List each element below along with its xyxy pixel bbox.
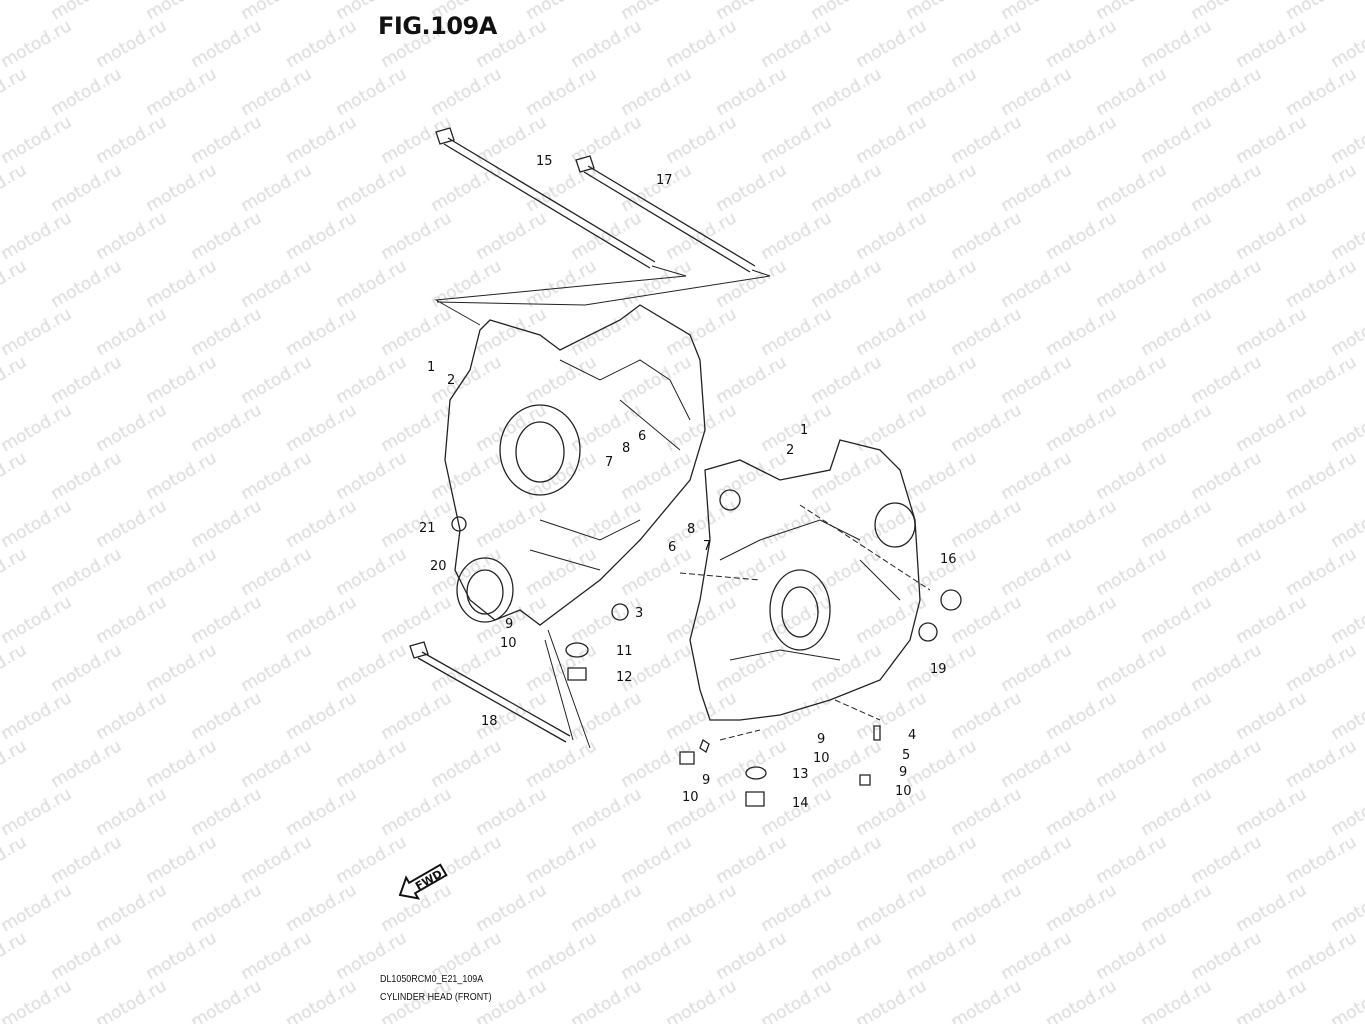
callout-10: 10 <box>895 784 912 799</box>
callout-10: 10 <box>682 790 699 805</box>
callout-9: 9 <box>702 773 710 788</box>
callout-1: 1 <box>427 360 435 375</box>
callout-14: 14 <box>792 796 809 811</box>
fwd-arrow: FWD <box>398 863 448 900</box>
small-parts <box>451 516 962 807</box>
callout-16: 16 <box>940 552 957 567</box>
callout-9: 9 <box>899 765 907 780</box>
callout-11: 11 <box>616 644 633 659</box>
callout-7: 7 <box>605 455 613 470</box>
callout-6: 6 <box>668 540 676 555</box>
callout-7: 7 <box>703 539 711 554</box>
callout-20: 20 <box>430 559 447 574</box>
callout-21: 21 <box>419 521 436 536</box>
callout-2: 2 <box>786 443 794 458</box>
callout-13: 13 <box>792 767 809 782</box>
callout-5: 5 <box>902 748 910 763</box>
callout-19: 19 <box>930 662 947 677</box>
crankcase-left <box>444 304 706 626</box>
diagram-caption: CYLINDER HEAD (FRONT) <box>380 991 492 1003</box>
reference-line <box>434 265 771 326</box>
callout-8: 8 <box>622 441 630 456</box>
callout-9: 9 <box>505 617 513 632</box>
callout-8: 8 <box>687 522 695 537</box>
bolt-15 <box>435 127 656 269</box>
callout-6: 6 <box>638 429 646 444</box>
diagram-code: DL1050RCM0_E21_109A <box>380 973 484 985</box>
callout-3: 3 <box>635 606 643 621</box>
callout-1: 1 <box>800 423 808 438</box>
callout-18: 18 <box>481 714 498 729</box>
callout-12: 12 <box>616 670 633 685</box>
bolt-17 <box>575 155 756 273</box>
callout-17: 17 <box>656 173 673 188</box>
bolts <box>409 127 771 749</box>
callout-4: 4 <box>908 728 916 743</box>
crankcase-right <box>679 439 931 741</box>
bolt-18 <box>409 641 571 743</box>
callout-10: 10 <box>500 636 517 651</box>
reference-line <box>544 629 591 749</box>
callout-9: 9 <box>817 732 825 747</box>
callout-2: 2 <box>447 373 455 388</box>
callout-10: 10 <box>813 751 830 766</box>
figure-title: FIG.109A <box>378 12 497 40</box>
callout-15: 15 <box>536 154 553 169</box>
